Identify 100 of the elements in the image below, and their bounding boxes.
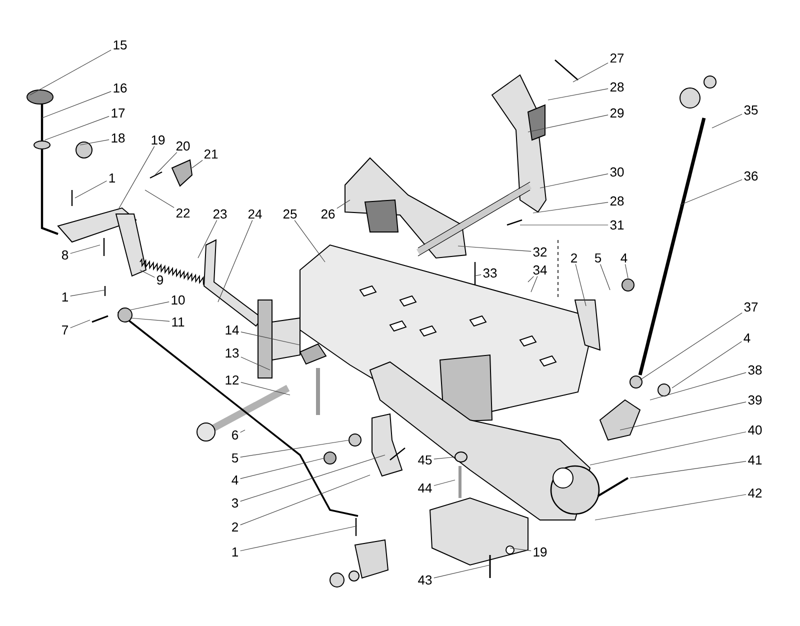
- leader-line: [712, 114, 742, 128]
- leader-line: [474, 274, 482, 276]
- callout-number: 42: [748, 488, 762, 498]
- callout-number: 6: [232, 430, 238, 440]
- callout-number: 18: [112, 133, 125, 143]
- leader-line: [130, 318, 170, 322]
- callout-number: 43: [418, 575, 432, 585]
- leader-line: [650, 372, 746, 400]
- callout-number: 22: [176, 208, 190, 218]
- callout-number: 9: [157, 275, 163, 285]
- leader-line: [240, 382, 290, 396]
- leader-line: [74, 180, 107, 198]
- callout-number: 1: [109, 174, 115, 182]
- callout-number: 10: [172, 295, 185, 305]
- callout-number: 28: [610, 82, 624, 92]
- leader-line: [528, 114, 608, 132]
- callout-number: 5: [594, 253, 602, 263]
- callout-number: 19: [534, 547, 547, 557]
- leader-line: [42, 91, 112, 118]
- callout-number: 29: [610, 108, 624, 118]
- leader-line: [528, 276, 534, 282]
- leader-line: [540, 174, 608, 188]
- leader-line: [548, 88, 608, 100]
- callout-number: 12: [226, 375, 239, 385]
- callout-number: 37: [744, 302, 758, 312]
- leader-line: [240, 332, 300, 346]
- leader-line: [240, 356, 270, 370]
- leader-line: [434, 456, 456, 460]
- leader-line: [640, 312, 742, 380]
- leader-line: [620, 402, 746, 430]
- callout-number: 20: [176, 141, 190, 151]
- callout-number: 3: [232, 498, 238, 508]
- leader-line: [70, 290, 106, 296]
- callout-number: 44: [418, 484, 432, 492]
- callout-number: 11: [172, 318, 184, 326]
- callout-number: 45: [418, 455, 432, 465]
- leader-line: [240, 454, 386, 502]
- callout-number: 36: [744, 171, 758, 181]
- leader-line: [240, 474, 370, 526]
- leader-line: [434, 564, 490, 578]
- leader-line: [118, 146, 155, 210]
- callout-number: 28: [610, 196, 624, 206]
- callout-number: 35: [744, 105, 758, 115]
- leader-line: [680, 179, 742, 206]
- callout-number: 40: [748, 425, 762, 435]
- leader-line: [572, 62, 608, 82]
- leader-line: [458, 246, 532, 252]
- leader-line: [600, 264, 610, 290]
- leader-line: [70, 244, 100, 254]
- callout-number: 2: [571, 253, 577, 263]
- callout-number: 31: [610, 220, 624, 230]
- leader-line: [594, 494, 746, 520]
- callout-number: 32: [533, 247, 547, 257]
- callout-number: 4: [620, 254, 628, 262]
- callout-number: 21: [204, 149, 218, 159]
- callout-number: 17: [112, 108, 125, 118]
- callout-number: 2: [232, 522, 238, 532]
- leader-line: [44, 116, 110, 140]
- callout-number: 1: [232, 548, 238, 556]
- leader-line: [520, 224, 608, 226]
- leader-line: [30, 50, 112, 96]
- callout-number: 38: [748, 365, 762, 375]
- leader-line: [590, 432, 746, 466]
- callout-number: 4: [744, 334, 750, 342]
- leader-line: [336, 200, 350, 209]
- leader-line: [240, 458, 326, 479]
- callout-number: 24: [248, 209, 262, 219]
- callout-number: 26: [321, 209, 335, 219]
- leader-line: [192, 160, 203, 168]
- callout-number: 5: [232, 453, 238, 463]
- callout-number: 15: [114, 40, 127, 50]
- callout-number: 25: [283, 209, 297, 219]
- callout-number: 27: [610, 53, 624, 63]
- callout-number: 13: [226, 348, 239, 358]
- leader-line: [532, 202, 608, 214]
- leader-line: [130, 302, 170, 310]
- callout-number: 39: [748, 395, 762, 405]
- leader-line: [198, 220, 218, 258]
- callout-number: 33: [483, 268, 497, 278]
- callout-number: 19: [152, 135, 165, 145]
- leader-line: [630, 460, 746, 478]
- leader-line: [672, 341, 742, 388]
- leader-line: [294, 220, 326, 262]
- callout-number: 34: [533, 265, 547, 275]
- callout-number: 30: [610, 167, 624, 177]
- callout-number: 23: [213, 209, 227, 219]
- leader-line: [510, 548, 532, 552]
- leader-line: [575, 264, 586, 306]
- leader-line: [218, 220, 253, 302]
- callout-number: 41: [748, 456, 762, 464]
- callout-number: 4: [232, 476, 238, 484]
- callout-number: 1: [62, 292, 68, 302]
- leader-line: [240, 430, 246, 433]
- callout-number: 16: [114, 83, 127, 93]
- leader-line: [530, 276, 538, 292]
- callout-number: 7: [62, 326, 68, 334]
- leader-line: [154, 152, 178, 176]
- leader-line: [70, 320, 90, 328]
- leader-line: [240, 440, 350, 458]
- leader-line: [624, 264, 628, 278]
